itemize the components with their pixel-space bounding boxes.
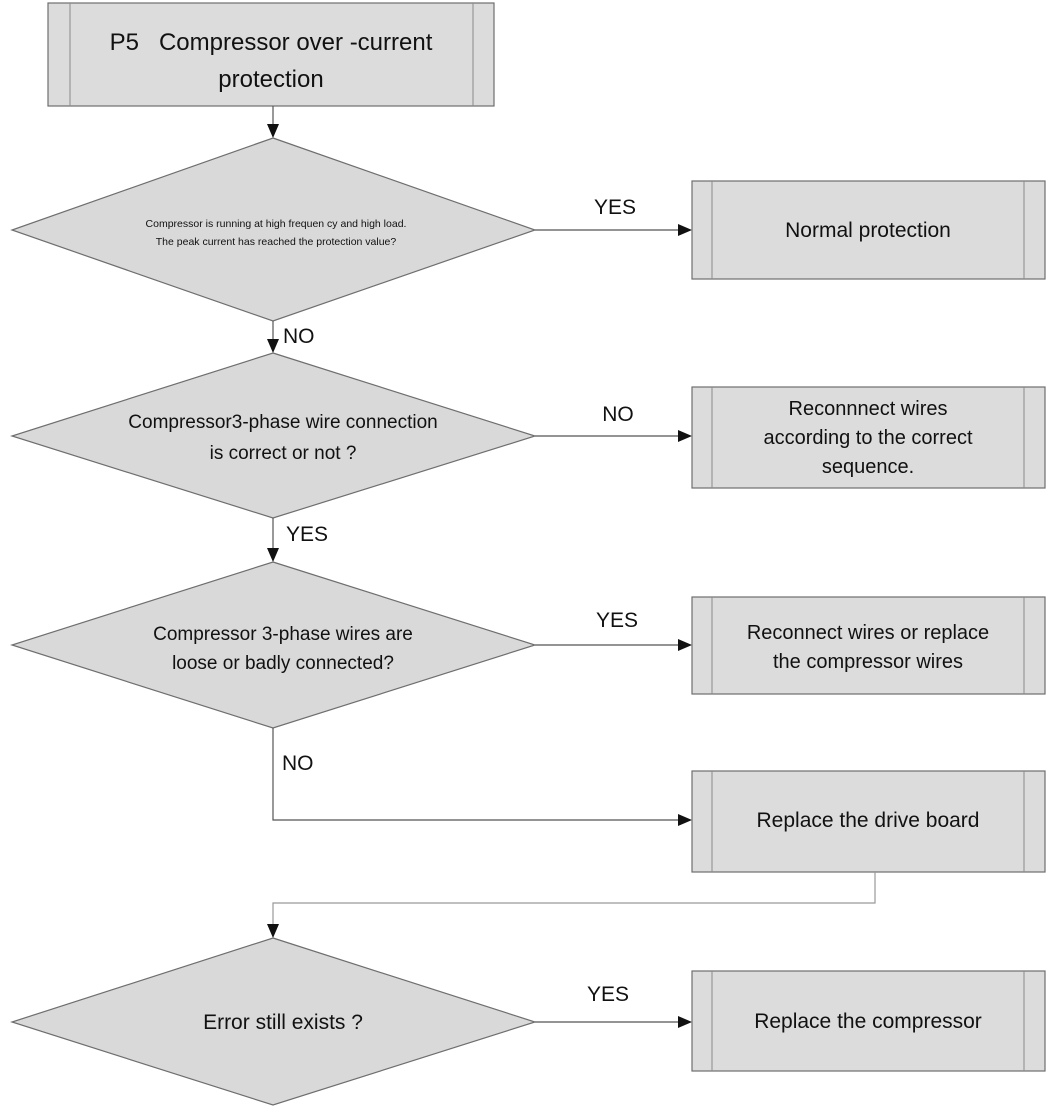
reconnect-sequence-box: Reconnnect wires according to the correc… xyxy=(691,386,1046,489)
decision3-yes-label: YES xyxy=(596,609,638,632)
decision-wire-connection: Compressor3-phase wire connection is cor… xyxy=(10,352,537,519)
decision4-yes-label: YES xyxy=(587,983,629,1006)
arrow-into-decision4 xyxy=(267,924,279,938)
decision1-line2: The peak current has reached the protect… xyxy=(156,236,397,248)
decision2-yes-label: YES xyxy=(286,523,328,546)
decision1-no-label: NO xyxy=(283,325,315,348)
decision2-no-label: NO xyxy=(602,403,634,426)
arrow-into-replace-wires-box xyxy=(678,639,692,651)
replace-wires-line1: Reconnect wires or replace xyxy=(747,622,989,644)
decision2-line1: Compressor3-phase wire connection xyxy=(128,412,437,433)
arrow-into-reconnect-box xyxy=(678,430,692,442)
start-box: P5 Compressor over -current protection xyxy=(47,2,495,107)
decision1-line1: Compressor is running at high frequen cy… xyxy=(146,218,407,230)
connector-decision3-no xyxy=(272,728,678,821)
decision-error-still-exists: Error still exists ? xyxy=(10,937,537,1106)
decision4-text: Error still exists ? xyxy=(203,1011,363,1034)
reconnect-line2: according to the correct xyxy=(764,427,973,449)
arrow-into-normal-protection xyxy=(678,224,692,236)
decision-peak-current: Compressor is running at high frequen cy… xyxy=(10,137,537,322)
normal-protection-box: Normal protection xyxy=(691,180,1046,280)
decision-loose-wires: Compressor 3-phase wires are loose or ba… xyxy=(10,561,537,729)
replace-drive-board-box: Replace the drive board xyxy=(691,770,1046,873)
arrow-into-decision1 xyxy=(267,124,279,138)
normal-protection-text: Normal protection xyxy=(785,219,951,242)
arrow-into-decision3 xyxy=(267,548,279,562)
arrow-into-decision2 xyxy=(267,339,279,353)
replace-wires-box: Reconnect wires or replace the compresso… xyxy=(691,596,1046,695)
reconnect-line3: sequence. xyxy=(822,456,914,478)
replace-wires-line2: the compressor wires xyxy=(773,651,963,673)
decision2-line2: is correct or not ? xyxy=(210,443,357,464)
reconnect-line1: Reconnnect wires xyxy=(789,398,948,420)
decision3-no-label: NO xyxy=(282,752,314,775)
replace-compressor-box: Replace the compressor xyxy=(691,970,1046,1072)
connector-drive-board-to-decision4 xyxy=(272,872,876,924)
replace-compressor-text: Replace the compressor xyxy=(754,1010,982,1033)
decision3-line2: loose or badly connected? xyxy=(172,653,394,674)
start-title-line2: protection xyxy=(218,66,323,93)
start-title-line1: P5 Compressor over -current xyxy=(110,29,433,56)
decision3-line1: Compressor 3-phase wires are xyxy=(153,624,413,645)
arrow-into-drive-board-box xyxy=(678,814,692,826)
arrow-into-replace-compressor-box xyxy=(678,1016,692,1028)
drive-board-text: Replace the drive board xyxy=(757,809,980,832)
decision1-yes-label: YES xyxy=(594,196,636,219)
